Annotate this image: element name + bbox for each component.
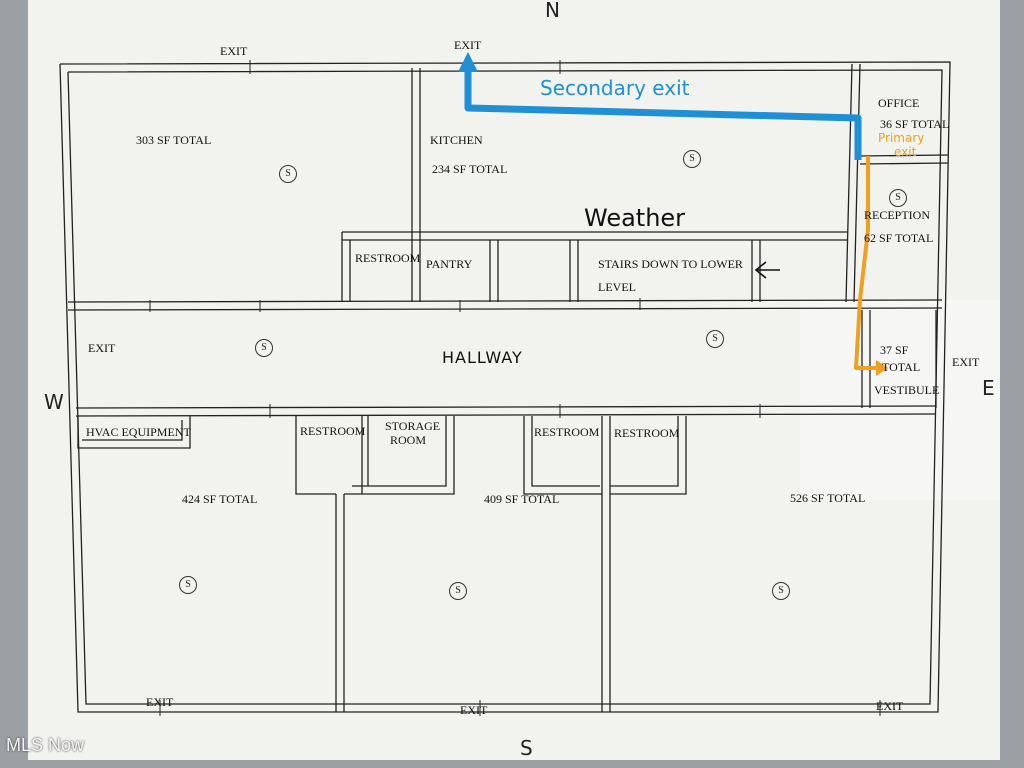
- pantry-label: PANTRY: [426, 257, 473, 271]
- exit-top-center-label: EXIT: [454, 38, 482, 52]
- secondary-exit-arrowhead: [458, 52, 478, 72]
- smoke-detector-icon: S: [683, 150, 701, 168]
- door-ticks: [149, 60, 881, 716]
- stairs-arrow: [754, 261, 780, 279]
- reception-area-label: 62 SF TOTAL: [864, 231, 934, 245]
- restroom-sc-label: RESTROOM: [534, 425, 600, 439]
- restroom-se-label: RESTROOM: [614, 426, 680, 440]
- kitchen-label: KITCHEN: [430, 133, 483, 147]
- exit-bottom-center-label: EXIT: [460, 703, 488, 717]
- office-area-label: 36 SF TOTAL: [880, 117, 950, 131]
- stairs-label-line2: LEVEL: [598, 280, 636, 294]
- glare: [800, 300, 1000, 500]
- smoke-detector-icon: S: [279, 165, 297, 183]
- walls: [59, 61, 951, 713]
- compass-south: S: [520, 736, 533, 760]
- compass-north: N: [545, 0, 560, 22]
- exit-east-label: EXIT: [952, 355, 980, 369]
- office-label: OFFICE: [878, 96, 920, 110]
- exit-bottom-right-label: EXIT: [876, 699, 904, 713]
- restroom-sw-label: RESTROOM: [300, 424, 366, 438]
- vestibule-area-label-2: TOTAL: [882, 360, 921, 374]
- secondary-exit-route: [464, 64, 862, 160]
- compass-east: E: [982, 376, 995, 400]
- reception-label: RECEPTION: [864, 208, 930, 222]
- smoke-detector-icon: S: [449, 582, 467, 600]
- vestibule-area-label-1: 37 SF: [880, 343, 909, 357]
- smoke-detector-icon: S: [255, 339, 273, 357]
- smoke-detector-icon: S: [772, 582, 790, 600]
- smoke-detector-icon: S: [706, 330, 724, 348]
- weather-annotation: Weather: [584, 204, 686, 232]
- primary-exit-annotation-2: exit: [894, 145, 917, 159]
- primary-exit-route: [854, 156, 880, 370]
- restroom-north-label: RESTROOM: [355, 251, 421, 265]
- primary-exit-arrowhead: [876, 360, 888, 376]
- primary-exit-annotation-1: Primary: [878, 131, 925, 145]
- exit-top-left-label: EXIT: [220, 44, 248, 58]
- paper-sheet: [28, 0, 1000, 760]
- exit-west-label: EXIT: [88, 341, 116, 355]
- vestibule-label: VESTIBULE: [874, 383, 940, 397]
- smoke-detector-icon: S: [889, 189, 907, 207]
- room-sw-area-label: 424 SF TOTAL: [182, 492, 258, 506]
- room-se-area-label: 526 SF TOTAL: [790, 491, 866, 505]
- storage-label-2: ROOM: [390, 433, 427, 447]
- watermark: MLS Now: [6, 735, 85, 755]
- hvac-label: HVAC EQUIPMENT: [86, 425, 191, 439]
- smoke-detector-icon: S: [179, 576, 197, 594]
- compass-west: W: [44, 390, 64, 414]
- storage-label-1: STORAGE: [385, 419, 441, 433]
- room-sc-area-label: 409 SF TOTAL: [484, 492, 560, 506]
- hallway-label: HALLWAY: [442, 348, 523, 367]
- kitchen-area-label: 234 SF TOTAL: [432, 162, 508, 176]
- stairs-label-line1: STAIRS DOWN TO LOWER: [598, 257, 743, 271]
- secondary-exit-annotation: Secondary exit: [540, 76, 690, 100]
- room-nw-area-label: 303 SF TOTAL: [136, 133, 212, 147]
- exit-bottom-left-label: EXIT: [146, 695, 174, 709]
